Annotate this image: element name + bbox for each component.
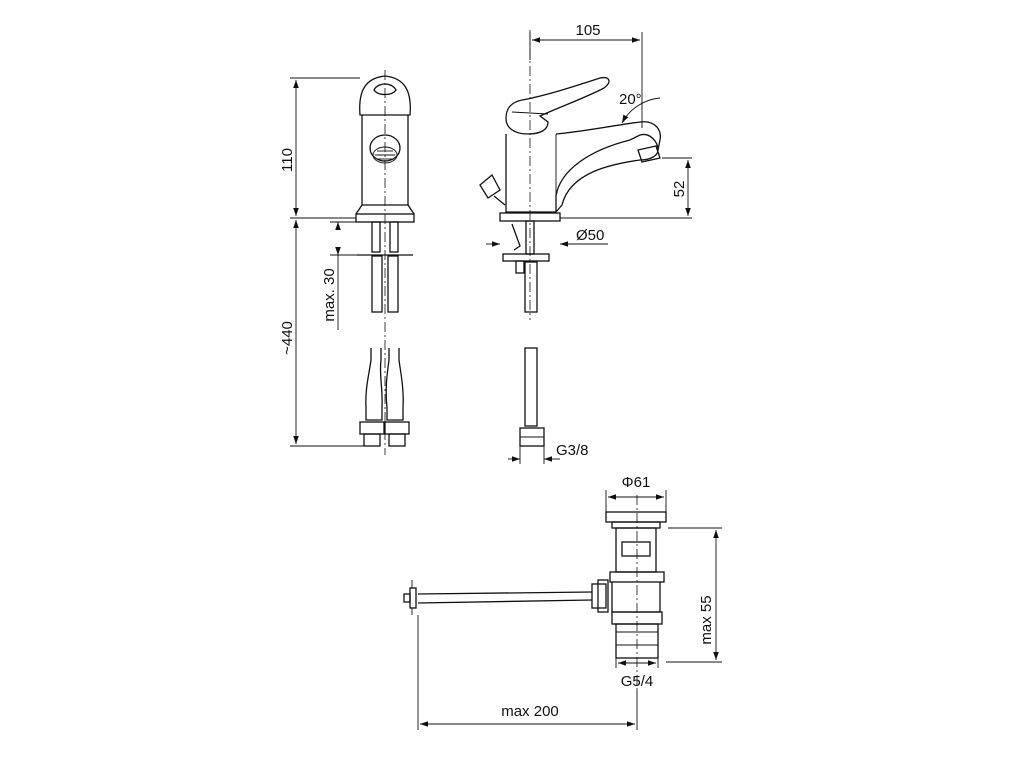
dimension-105: 105 [529,22,643,128]
dimension-52: 52 [560,157,692,219]
dim-max55-label: max 55 [698,595,715,644]
dimension-110: 110 [279,77,360,219]
dim-105-label: 105 [575,22,600,39]
dimension-angle: 20° [619,91,661,124]
dimension-440: ~440 [279,220,366,447]
side-view-faucet [479,30,661,447]
front-view-faucet [355,70,415,455]
dim-angle-label: 20° [619,91,642,108]
dimension-max55: max 55 [666,527,722,663]
dimension-d50: Ø50 [486,227,608,247]
dim-g54-label: G5/4 [621,673,654,690]
dimension-g38: G3/8 [508,442,589,464]
dim-d61-label: Φ61 [622,474,651,491]
dimension-max-30: max. 30 [321,221,372,330]
dim-110-label: 110 [279,148,296,172]
dim-52-label: 52 [671,181,688,198]
dim-g38-label: G3/8 [556,442,589,459]
drain-assembly [403,495,667,690]
dimension-g54: G5/4 [615,658,659,690]
dimension-d61: Φ61 [605,474,667,512]
dim-max200-label: max 200 [501,703,559,720]
dimension-max200: max 200 [417,615,638,730]
dim-440-label: ~440 [279,321,296,355]
dim-max30-label: max. 30 [321,268,338,321]
dim-d50-label: Ø50 [576,227,604,244]
